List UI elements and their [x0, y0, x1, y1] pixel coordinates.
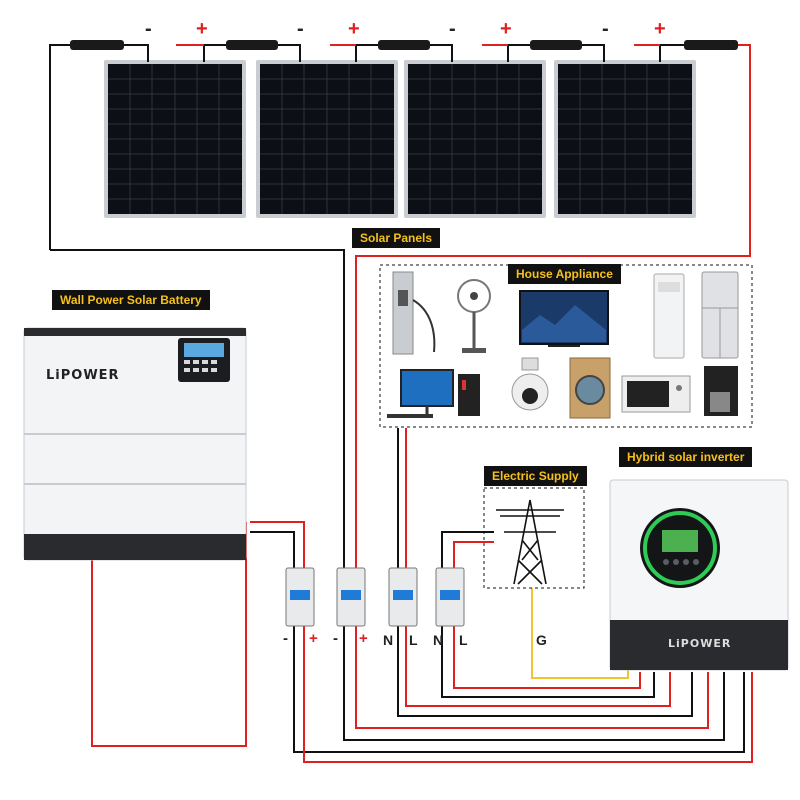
- computer-icon: [387, 369, 480, 418]
- refrigerator-icon: [701, 271, 739, 359]
- battery-brand-logo: LiPOWER: [46, 368, 120, 383]
- wall-battery-label: Wall Power Solar Battery: [52, 290, 210, 310]
- breaker-pv: [336, 567, 366, 627]
- solar-panel-array: [104, 60, 696, 218]
- panel-3-plus-sign: +: [500, 18, 512, 40]
- solar-panel-2: [256, 60, 398, 218]
- panel-2-minus-sign: -: [297, 18, 304, 40]
- coffee-machine-icon: [704, 366, 738, 416]
- terminal-label-pv-minus: -: [333, 630, 338, 647]
- house-appliance-label: House Appliance: [508, 264, 621, 284]
- terminal-label-appliance-l: L: [409, 632, 418, 648]
- breakers: [285, 567, 465, 627]
- security-camera-icon: [511, 357, 549, 411]
- negative-wires: [49, 44, 745, 753]
- terminal-label-battery-plus: +: [309, 630, 318, 647]
- hybrid-inverter-label: Hybrid solar inverter: [619, 447, 753, 467]
- tv-icon: [519, 290, 609, 347]
- microwave-icon: [621, 375, 691, 413]
- ground-wire: [531, 588, 629, 679]
- solar-panel-4: [554, 60, 696, 218]
- fan-icon: [457, 279, 491, 353]
- washing-machine-icon: [569, 357, 611, 419]
- mc4-connectors: [70, 40, 738, 50]
- terminal-label-pv-plus: +: [359, 630, 368, 647]
- appliance-box: [379, 264, 753, 428]
- ev-charger-icon: [392, 271, 436, 355]
- breaker-battery: [285, 567, 315, 627]
- panel-2-plus-sign: +: [348, 18, 360, 40]
- positive-wires: [91, 44, 753, 763]
- breaker-appliance: [388, 567, 418, 627]
- solar-panel-1: [104, 60, 246, 218]
- wall-battery: [23, 327, 247, 561]
- terminal-label-appliance-n: N: [383, 632, 394, 648]
- breaker-grid: [435, 567, 465, 627]
- terminal-label-grid-n: N: [433, 632, 444, 648]
- solar-panels-label: Solar Panels: [352, 228, 441, 248]
- terminal-label-grid-l: L: [459, 632, 468, 648]
- panel-4-minus-sign: -: [602, 18, 609, 40]
- electric-supply-box: [483, 487, 585, 589]
- power-tower-icon: [496, 499, 564, 585]
- panel-4-plus-sign: +: [654, 18, 666, 40]
- hybrid-inverter: [609, 479, 789, 671]
- panel-1-minus-sign: -: [145, 18, 152, 40]
- inverter-brand-logo: LiPOWER: [668, 637, 732, 650]
- electric-supply-label: Electric Supply: [484, 466, 587, 486]
- solar-panel-3: [404, 60, 546, 218]
- air-conditioner-icon: [653, 273, 685, 359]
- panel-1-plus-sign: +: [196, 18, 208, 40]
- terminal-label-battery-minus: -: [283, 630, 288, 647]
- ground-label: G: [536, 632, 547, 648]
- panel-3-minus-sign: -: [449, 18, 456, 40]
